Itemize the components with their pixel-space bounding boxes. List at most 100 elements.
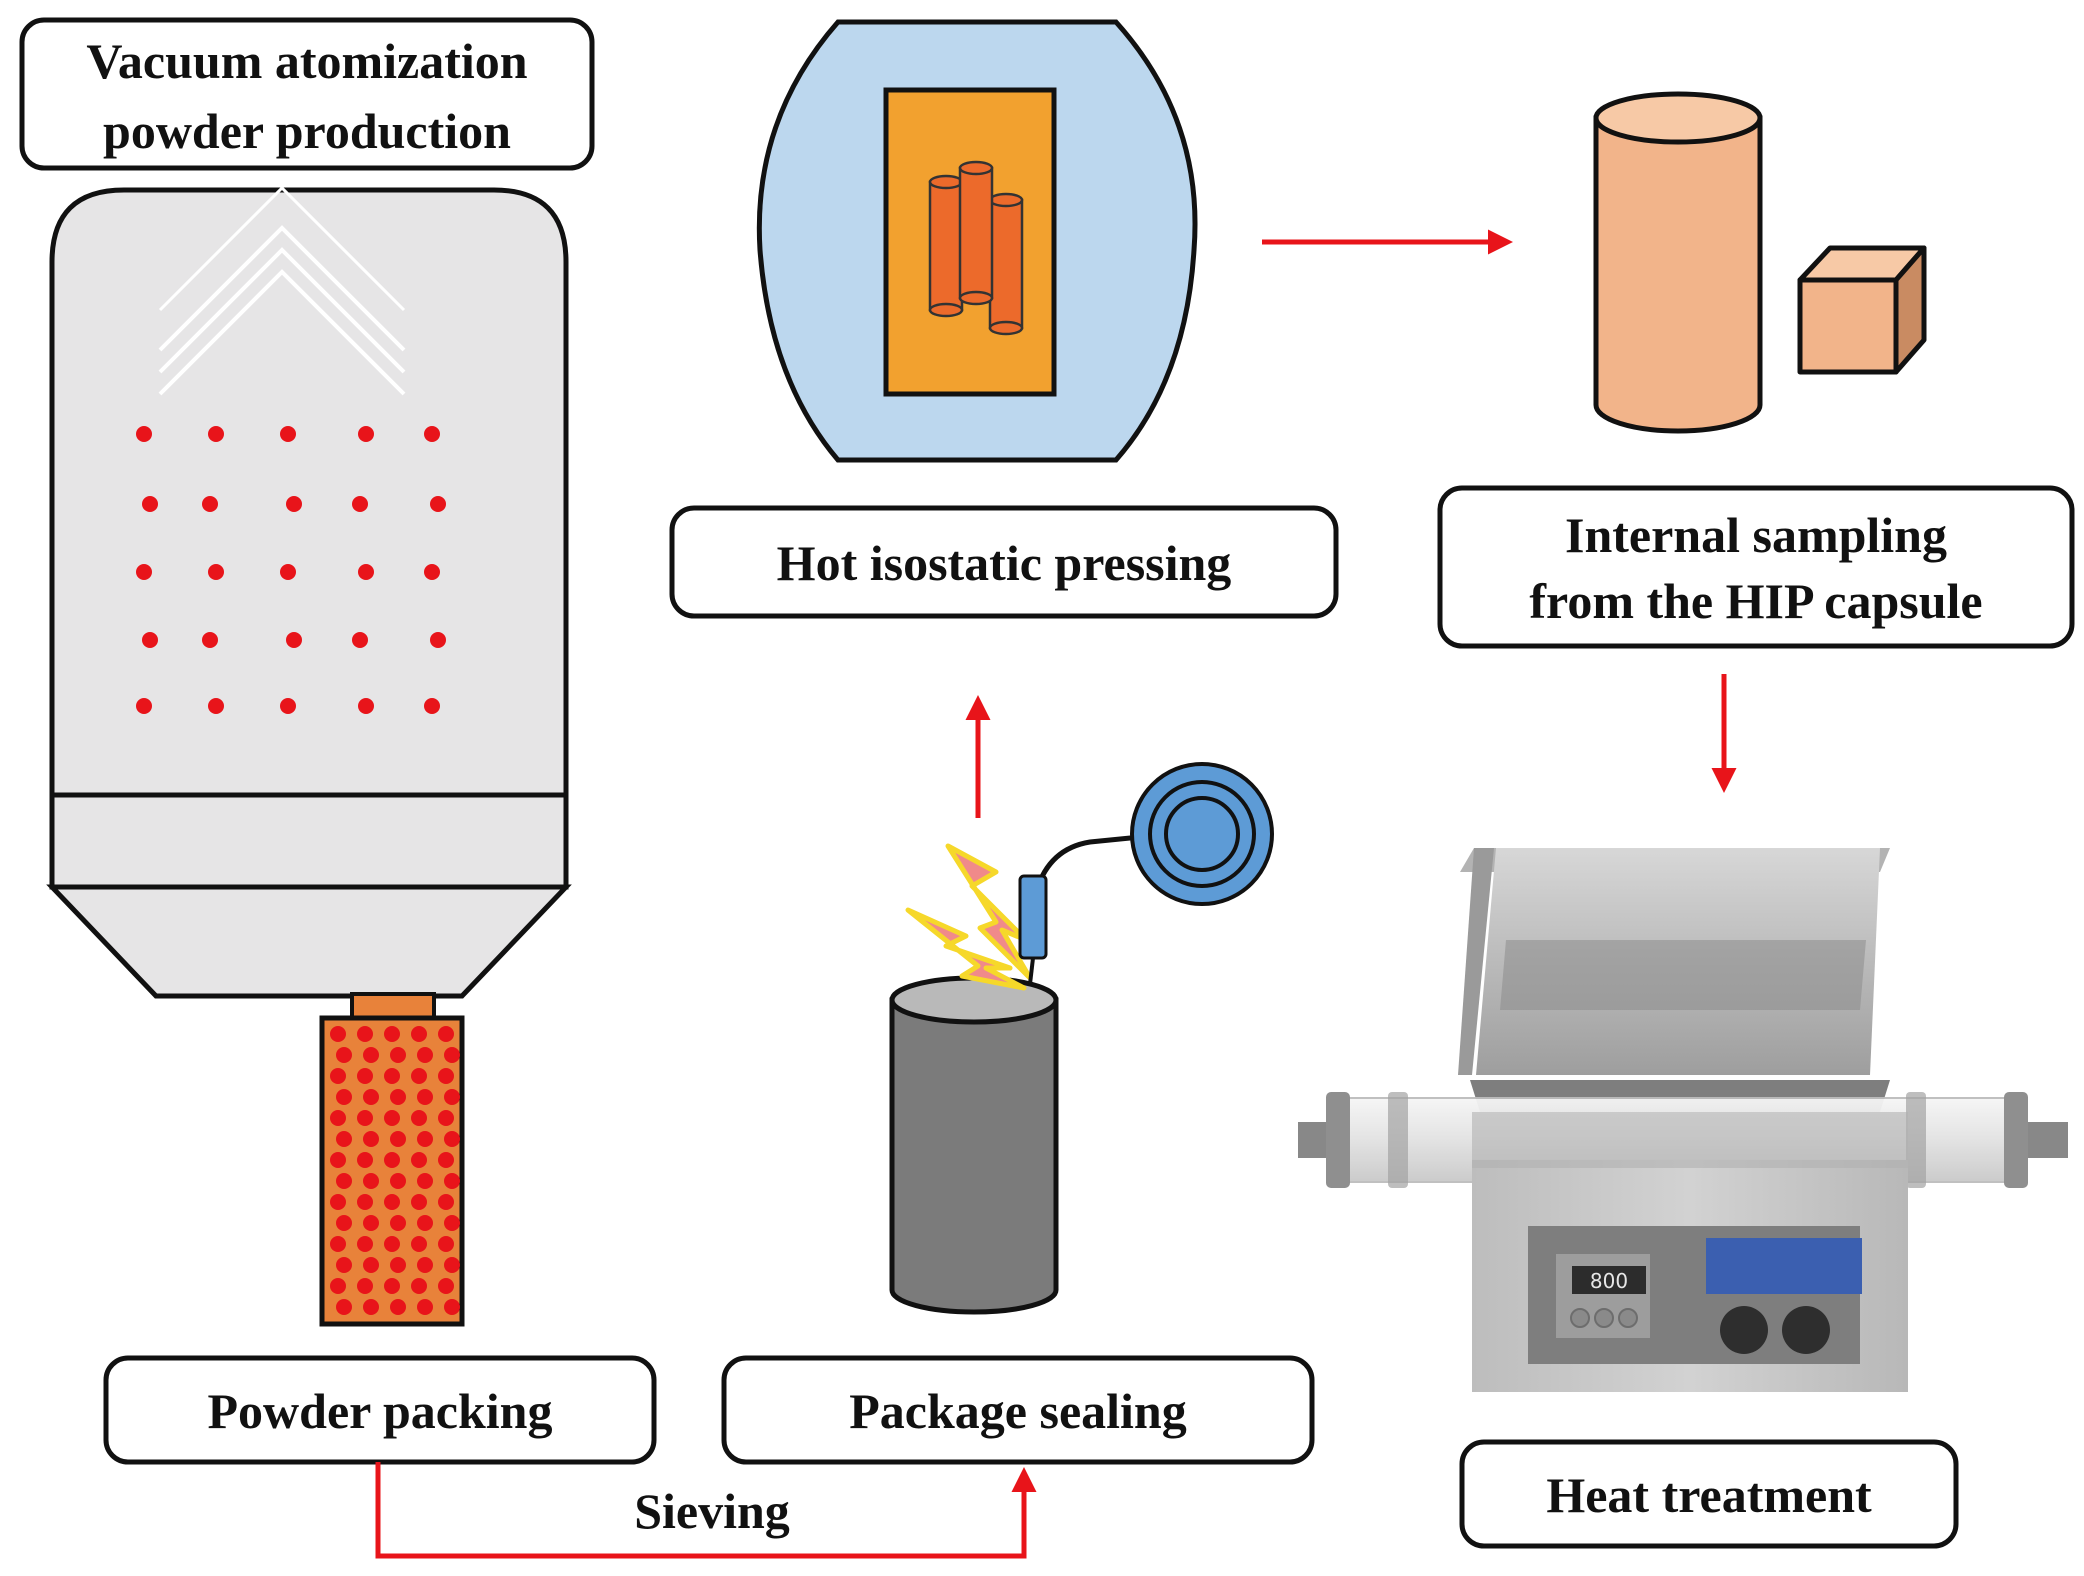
droplet [208,564,224,580]
sieving-label: Sieving [634,1483,790,1539]
powder-particle [357,1110,373,1126]
powder-particle [417,1047,433,1063]
rods-icon [928,160,1024,336]
powder-particle [417,1299,433,1315]
svg-text:Hot isostatic pressing: Hot isostatic pressing [777,535,1232,591]
welding-spark-icon [905,843,1033,991]
droplet [142,496,158,512]
powder-particle [390,1215,406,1231]
heat-treatment-label: Heat treatment [1459,1439,1959,1549]
powder-particle [438,1152,454,1168]
droplet [286,632,302,648]
powder-particle [357,1026,373,1042]
powder-particle [390,1299,406,1315]
hip-vessel [756,19,1198,463]
powder-particle [411,1110,427,1126]
powder-particle [363,1131,379,1147]
sealed-can [889,975,1059,1315]
welding-electrode-icon [1018,762,1274,985]
atomized-droplets [136,426,446,714]
powder-particle [336,1173,352,1189]
powder-particle [390,1089,406,1105]
package-sealing-label: Package sealing [721,1355,1315,1465]
powder-particle [438,1026,454,1042]
powder-particle [384,1026,400,1042]
furnace-knob-right [1782,1306,1830,1354]
sampling-label-line1: Internal sampling [1565,507,1947,563]
powder-particle [330,1236,346,1252]
powder-particle [444,1173,460,1189]
furnace-blue-panel [1706,1238,1862,1294]
droplet [430,496,446,512]
atomization-chamber [46,185,572,999]
powder-particle [336,1215,352,1231]
powder-particle [444,1257,460,1273]
droplet [136,426,152,442]
powder-particle [336,1089,352,1105]
sample-cube [1797,245,1927,375]
temperature-display-value: 800 [1590,1269,1628,1293]
droplet [202,632,218,648]
powder-particle [363,1215,379,1231]
svg-text:Powder packing: Powder packing [208,1383,553,1439]
droplet [202,496,218,512]
powder-particle [444,1215,460,1231]
droplet [358,564,374,580]
powder-particle [444,1299,460,1315]
powder-particle [384,1068,400,1084]
sampling-label: Internal sampling from the HIP capsule [1437,485,2075,649]
powder-particle [411,1026,427,1042]
droplet [136,564,152,580]
furnace-knob-left [1720,1306,1768,1354]
powder-particle [390,1047,406,1063]
powder-particle [444,1089,460,1105]
powder-particle [411,1194,427,1210]
powder-particle [384,1152,400,1168]
powder-particle [417,1257,433,1273]
powder-particle [390,1131,406,1147]
droplet [352,632,368,648]
powder-particle [384,1278,400,1294]
powder-particle [417,1131,433,1147]
powder-particle [438,1068,454,1084]
svg-text:Package sealing: Package sealing [849,1383,1186,1439]
powder-particle [438,1194,454,1210]
powder-particle [336,1257,352,1273]
powder-particle [438,1236,454,1252]
powder-particle [363,1089,379,1105]
droplet [208,426,224,442]
spray-nozzle-chevrons [158,185,406,396]
powder-particle [357,1236,373,1252]
temperature-display [1572,1266,1646,1294]
powder-particle [390,1257,406,1273]
vacuum-label-line2: powder production [103,103,511,159]
powder-particle [363,1047,379,1063]
powder-particle [330,1194,346,1210]
powder-particle [336,1131,352,1147]
tube-furnace: 800 [1298,848,2068,1392]
vacuum-label-line1: Vacuum atomization [86,33,527,89]
powder-particle [357,1068,373,1084]
sample-cylinder [1593,91,1763,434]
powder-container [319,992,465,1327]
powder-particle [417,1215,433,1231]
powder-particle [411,1152,427,1168]
droplet [358,426,374,442]
powder-particle [357,1152,373,1168]
powder-particle [330,1110,346,1126]
powder-particle [363,1173,379,1189]
powder-particle [330,1068,346,1084]
powder-particle [336,1299,352,1315]
vacuum-atomization-label: Vacuum atomization powder production [19,17,595,171]
droplet [424,564,440,580]
droplet [208,698,224,714]
powder-particle [330,1026,346,1042]
powder-packing-label: Powder packing [103,1355,657,1465]
powder-particle [444,1131,460,1147]
powder-particle [438,1110,454,1126]
powder-particle [384,1110,400,1126]
droplet [430,632,446,648]
droplet [280,564,296,580]
powder-particle [417,1173,433,1189]
